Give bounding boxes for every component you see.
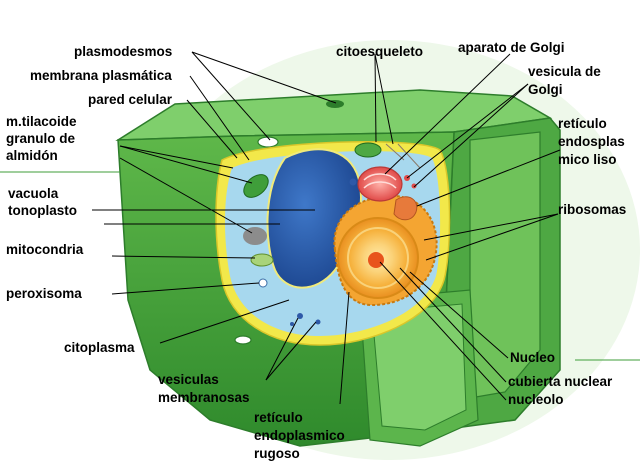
- label-reticulo-liso-3: mico liso: [558, 152, 617, 167]
- golgi-apparatus: [357, 166, 403, 202]
- label-reticulo-liso-1: retículo: [558, 116, 607, 131]
- label-tonoplasto: tonoplasto: [8, 203, 77, 218]
- vesicle-dot: [290, 322, 294, 326]
- label-vesiculas: vesiculas: [158, 372, 219, 387]
- leader-lines: [92, 51, 561, 405]
- smooth-er: [393, 196, 418, 221]
- label-vesicula-golgi-2: Golgi: [528, 82, 563, 97]
- vesicle-dot: [349, 178, 357, 186]
- label-ribosomas: ribosomas: [558, 202, 627, 217]
- label-mitocondria: mitocondria: [6, 242, 84, 257]
- label-reticulo-rugoso-2: endoplasmico: [254, 428, 345, 443]
- label-reticulo-liso-2: endosplas: [558, 134, 625, 149]
- label-reticulo-rugoso-3: rugoso: [254, 446, 300, 461]
- label-nucleo: Nucleo: [510, 350, 556, 365]
- label-granulo-de: granulo de: [6, 131, 76, 146]
- label-membrana-plasmatica: membrana plasmática: [30, 68, 172, 83]
- label-membranosas: membranosas: [158, 390, 250, 405]
- cell-wall: [115, 89, 561, 447]
- peroxisome: [258, 278, 268, 288]
- nuclear-envelope: [347, 227, 409, 289]
- nucleolus: [368, 252, 384, 268]
- label-plasmodesmos: plasmodesmos: [74, 44, 173, 59]
- vesicle-dot: [297, 313, 303, 319]
- label-m-tilacoide: m.tilacoide: [6, 114, 77, 129]
- label-almidon: almidón: [6, 148, 58, 163]
- chloroplast: [243, 174, 269, 198]
- label-pared-celular: pared celular: [88, 92, 173, 107]
- vesicle-dot: [315, 319, 321, 325]
- label-cubierta-nuclear: cubierta nuclear: [508, 374, 613, 389]
- chloroplast-2: [354, 142, 382, 158]
- label-vacuola: vacuola: [8, 186, 59, 201]
- golgi-vesicle: [411, 183, 417, 189]
- label-citoplasma: citoplasma: [64, 340, 135, 355]
- cytoskeleton: [385, 143, 421, 169]
- label-aparato-golgi: aparato de Golgi: [458, 40, 565, 55]
- mitochondrion: [250, 253, 274, 267]
- label-nucleolo: nucleolo: [508, 392, 564, 407]
- label-vesicula-golgi-1: vesicula de: [528, 64, 601, 79]
- label-reticulo-rugoso-1: retículo: [254, 410, 303, 425]
- label-citoesqueleto: citoesqueleto: [336, 44, 424, 59]
- label-peroxisoma: peroxisoma: [6, 286, 82, 301]
